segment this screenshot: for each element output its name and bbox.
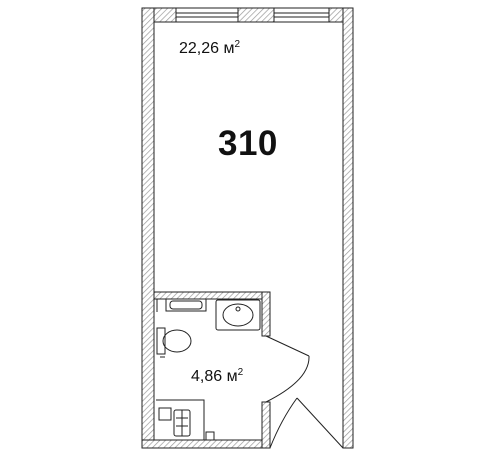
main-room-area-unit-exp: 2 bbox=[234, 39, 241, 50]
bathroom-right-wall bbox=[261, 291, 271, 337]
bathroom-top-wall bbox=[153, 291, 271, 300]
outer-walls bbox=[141, 7, 354, 449]
bathtub-icon bbox=[156, 298, 207, 312]
bathroom-area-value: 4,86 м bbox=[191, 368, 238, 385]
toilet-icon bbox=[156, 327, 192, 358]
bottom-wall bbox=[141, 439, 271, 449]
sink-icon bbox=[215, 299, 261, 331]
left-wall bbox=[141, 7, 155, 449]
bathroom-area: 4,86 м2 bbox=[191, 368, 243, 386]
right-wall bbox=[342, 7, 354, 449]
bathroom-right-wall-lower bbox=[261, 401, 271, 449]
entrance-door-icon bbox=[269, 397, 344, 449]
unit-number: 310 bbox=[218, 124, 278, 163]
window-icon bbox=[175, 7, 330, 23]
main-room-area-value: 22,26 м bbox=[179, 40, 235, 57]
shower-icon bbox=[156, 399, 215, 441]
main-room-area: 22,26 м2 bbox=[179, 40, 240, 58]
bathroom-area-unit-exp: 2 bbox=[237, 367, 244, 378]
door-swing-icon bbox=[265, 335, 310, 403]
